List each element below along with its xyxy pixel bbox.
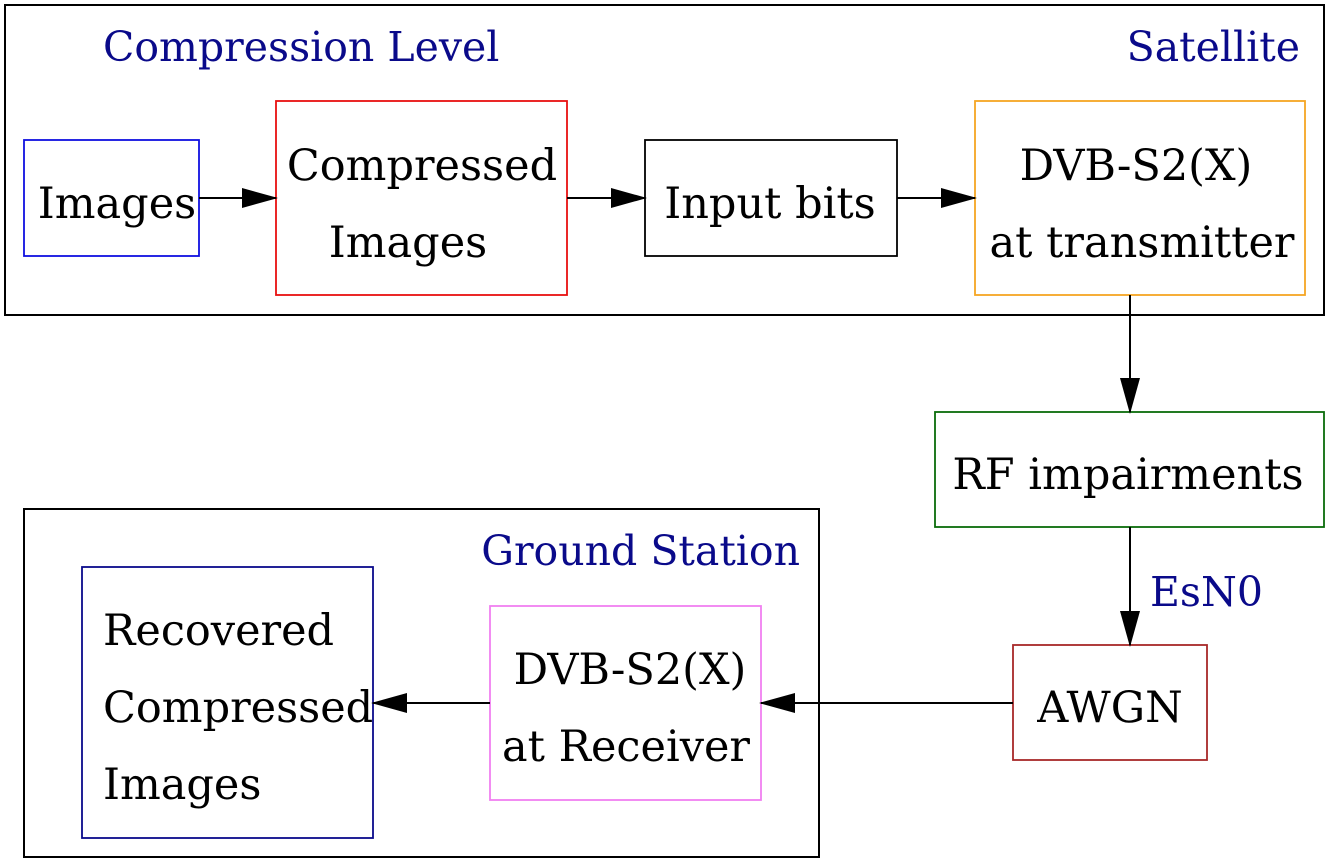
node-input-bits: Input bits: [644, 139, 898, 257]
satellite-title: Satellite: [1127, 23, 1300, 71]
node-compressed-images-line2: Images: [329, 218, 487, 268]
node-rf-impairments-label: RF impairments: [952, 450, 1303, 500]
ground-station-group: Ground Station Recovered Compressed Imag…: [23, 508, 820, 858]
compression-level-label: Compression Level: [103, 23, 499, 71]
ground-station-title: Ground Station: [481, 527, 800, 575]
node-awgn-label: AWGN: [1036, 683, 1182, 733]
satellite-group-frame: [4, 4, 1325, 316]
node-rf-impairments: RF impairments: [934, 411, 1325, 528]
node-dvb-receiver-line2: at Receiver: [502, 722, 750, 772]
node-recovered-images-line2: Compressed: [103, 683, 373, 733]
satellite-group: Compression Level Satellite Images Compr…: [4, 4, 1325, 316]
ground-station-group-frame: [23, 508, 820, 858]
node-dvb-transmitter: DVB-S2(X) at transmitter: [974, 100, 1306, 296]
node-dvb-transmitter-line1: DVB-S2(X): [1020, 141, 1253, 191]
node-recovered-images: Recovered Compressed Images: [81, 566, 374, 839]
node-compressed-images: Compressed Images: [275, 100, 568, 296]
node-dvb-receiver: DVB-S2(X) at Receiver: [489, 605, 762, 801]
node-awgn: AWGN: [1012, 644, 1208, 761]
node-dvb-transmitter-line2: at transmitter: [990, 218, 1295, 268]
node-images-label: Images: [38, 179, 196, 229]
node-recovered-images-line3: Images: [103, 760, 261, 810]
esn0-label: EsN0: [1150, 568, 1263, 616]
node-dvb-receiver-line1: DVB-S2(X): [514, 645, 747, 695]
node-images: Images: [23, 139, 200, 257]
node-input-bits-label: Input bits: [664, 179, 875, 229]
node-compressed-images-line1: Compressed: [287, 141, 557, 191]
node-recovered-images-line1: Recovered: [103, 606, 334, 656]
